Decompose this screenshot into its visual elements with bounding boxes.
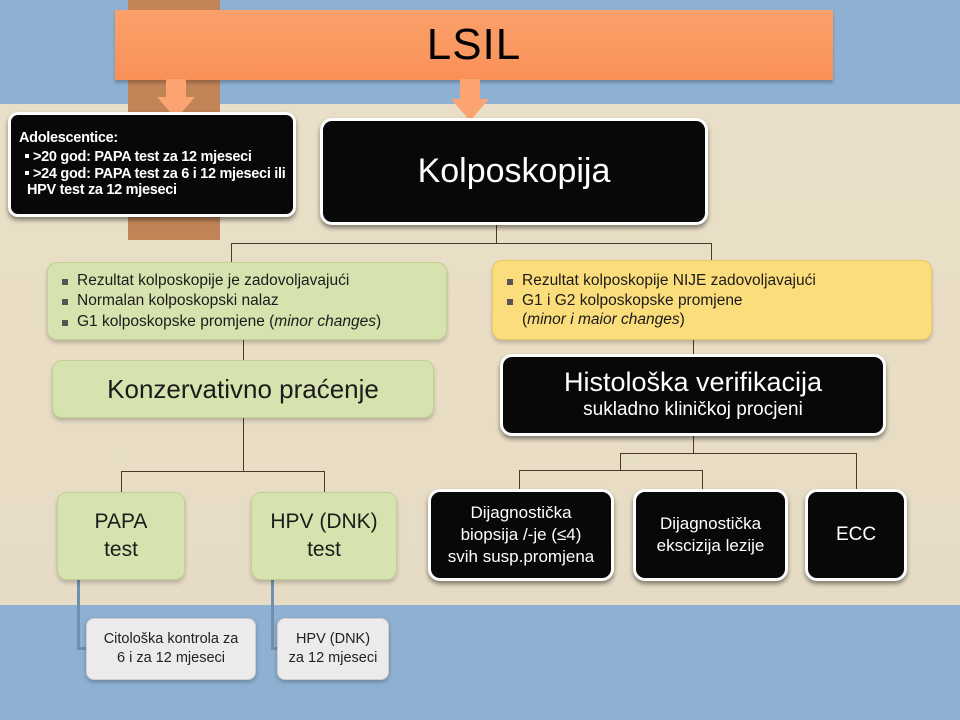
unsatisfactory-colposcopy-box: Rezultat kolposkopije NIJE zadovoljavaju… <box>492 260 932 340</box>
connector-yellow-to-histoloska <box>693 340 694 355</box>
connector-kolposkopija-bar <box>231 243 712 244</box>
bullet-square-icon <box>62 299 68 306</box>
list-item: Rezultat kolposkopije je zadovoljavajući <box>62 271 436 290</box>
list-item: Rezultat kolposkopije NIJE zadovoljavaju… <box>507 271 921 290</box>
list-item-text-mixed: G1 i G2 kolposkopske promjene (minor i m… <box>522 291 743 329</box>
connector-konzervativno-stem <box>243 418 244 472</box>
connector-konzervativno-bar <box>121 471 324 472</box>
connector-kolposkopija-stem <box>496 225 497 244</box>
hpv-12-mjeseci-box: HPV (DNK) za 12 mjeseci <box>277 618 389 680</box>
unsatisfactory-colposcopy-list: Rezultat kolposkopije NIJE zadovoljavaju… <box>493 270 931 331</box>
connector-histoloska-bar-inner <box>519 470 702 471</box>
connector-papa-down <box>77 578 80 650</box>
bullet-square-icon <box>507 278 513 285</box>
histoloska-title: Histološka verifikacija <box>563 367 823 398</box>
ecc-label: ECC <box>835 524 877 545</box>
connector-to-dijagnosticka-excizija <box>702 470 703 490</box>
hpv-dnk-test-box: HPV (DNK)test <box>251 492 397 580</box>
connector-to-ecc <box>856 453 857 490</box>
dijagnosticka-biopsija-label: Dijagnostička biopsija /-je (≤4) svih su… <box>447 503 595 566</box>
connector-histoloska-mid-drop <box>620 453 621 471</box>
satisfactory-colposcopy-list: Rezultat kolposkopije je zadovoljavajući… <box>48 270 446 332</box>
bullet-square-icon <box>62 279 68 286</box>
connector-to-green-results <box>231 243 232 263</box>
histoloska-verifikacija-box: Histološka verifikacija sukladno kliničk… <box>500 354 886 436</box>
list-item: G1 kolposkopske promjene (minor changes) <box>62 312 436 331</box>
bullet-square-icon <box>25 153 29 158</box>
konzervativno-label: Konzervativno praćenje <box>107 373 379 404</box>
adolescent-heading: Adolescentice: <box>19 129 118 146</box>
arrow-head-center <box>451 99 489 121</box>
adolescent-bullet-1: >20 god: PAPA test za 12 mjeseci <box>19 149 287 166</box>
connector-to-yellow-results <box>711 243 712 261</box>
citoloska-kontrola-box: Citološka kontrola za 6 i za 12 mjeseci <box>86 618 256 680</box>
satisfactory-colposcopy-box: Rezultat kolposkopije je zadovoljavajući… <box>47 262 447 340</box>
arrow-stem-left <box>166 79 186 99</box>
citoloska-kontrola-label: Citološka kontrola za 6 i za 12 mjeseci <box>103 630 239 666</box>
connector-to-papa <box>121 471 122 493</box>
connector-green-to-konzervativno <box>243 340 244 361</box>
connector-histoloska-bar-outer <box>620 453 856 454</box>
bullet-square-icon <box>507 298 513 305</box>
kolposkopija-label: Kolposkopija <box>417 152 611 190</box>
connector-histoloska-stem <box>693 436 694 454</box>
connector-hpvdnk-down <box>271 578 274 650</box>
hpv-12-mjeseci-label: HPV (DNK) za 12 mjeseci <box>288 630 378 666</box>
hpv-dnk-test-label: HPV (DNK)test <box>270 510 378 561</box>
connector-papa-elbow <box>77 647 91 650</box>
adolescent-note-box: Adolescentice: >20 god: PAPA test za 12 … <box>8 112 296 217</box>
connector-to-dijagnosticka-biopsija <box>519 470 520 490</box>
dijagnosticka-ekscizija-label: Dijagnostička ekscizija lezije <box>656 514 765 555</box>
page-title: LSIL <box>426 20 522 69</box>
bullet-square-icon <box>62 319 68 326</box>
header-banner: LSIL <box>115 10 833 80</box>
adolescent-bullet-2: >24 god: PAPA test za 6 i 12 mjeseci ili… <box>25 165 286 199</box>
list-item-text-mixed: G1 kolposkopske promjene (minor changes) <box>77 312 382 330</box>
dijagnosticka-biopsija-box: Dijagnostička biopsija /-je (≤4) svih su… <box>428 489 614 581</box>
list-item: G1 i G2 kolposkopske promjene (minor i m… <box>507 291 921 329</box>
dijagnosticka-ekscizija-box: Dijagnostička ekscizija lezije <box>633 489 788 581</box>
konzervativno-pracenje-box: Konzervativno praćenje <box>52 360 434 418</box>
kolposkopija-box: Kolposkopija <box>320 118 708 225</box>
bullet-square-icon <box>25 170 29 175</box>
ecc-box: ECC <box>805 489 907 581</box>
arrow-stem-center <box>460 79 480 101</box>
connector-to-hpvdnk <box>324 471 325 493</box>
histoloska-subtitle: sukladno kliničkoj procjeni <box>583 398 803 420</box>
list-item: Normalan kolposkopski nalaz <box>62 291 436 310</box>
